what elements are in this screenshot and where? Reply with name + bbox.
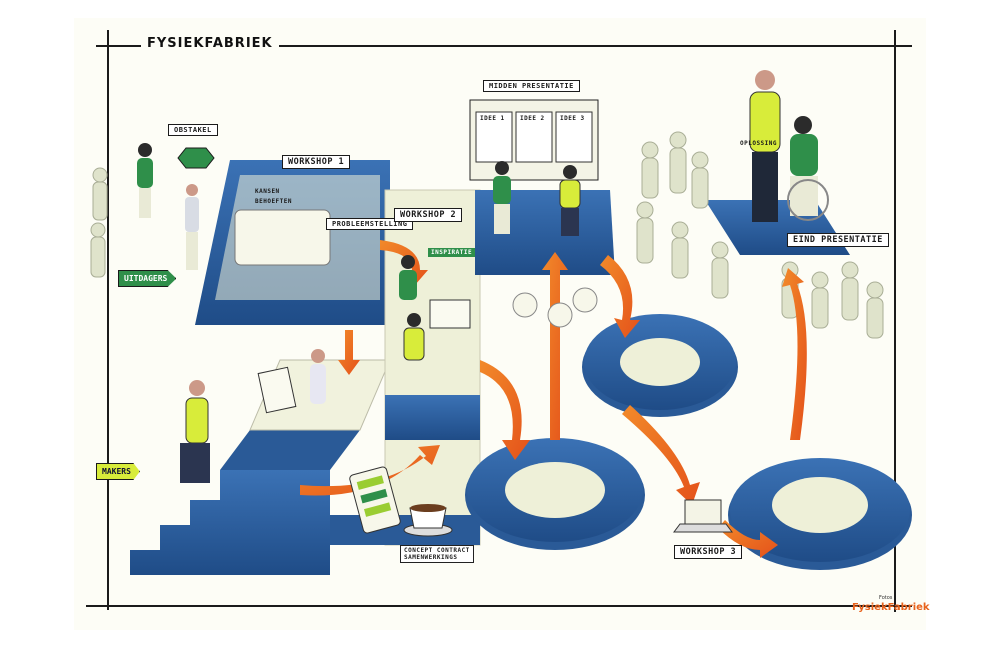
arrow-to-ring3 [718, 520, 778, 558]
table-group-midden [512, 287, 598, 328]
people [137, 70, 829, 483]
arrow-workshop1-down [338, 330, 360, 375]
workshop-1-platform [195, 160, 390, 325]
phone-concept-cards [349, 466, 401, 534]
midden-presentatie-stage [469, 99, 615, 275]
tag-uitdagers: UITDAGERS [118, 270, 177, 287]
workshop-table [234, 209, 331, 266]
audience-silhouettes [90, 131, 884, 339]
label-midden-presentatie: MIDDEN PRESENTATIE [483, 80, 580, 92]
label-oplossing: OPLOSSING [740, 140, 778, 147]
label-idee-1: IDEE 1 [480, 115, 505, 122]
label-workshop-3: WORKSHOP 3 [674, 545, 743, 559]
coffee-cup [403, 504, 453, 537]
arrow-ring2-down [622, 405, 700, 505]
wheelchair-icon [787, 179, 829, 221]
label-concept-contract-line2: SAMENWERKINGS [404, 554, 458, 561]
arrow-ring3-up [782, 268, 807, 440]
brand-caption: Fotos [879, 595, 893, 601]
label-idee-2: IDEE 2 [520, 115, 545, 122]
arrow-midden-to-ring2 [600, 255, 640, 338]
workshop-ring-2 [582, 314, 738, 417]
page-title: FYSIEKFABRIEK [141, 36, 279, 51]
label-kansen: KANSEN [255, 188, 280, 195]
label-workshop-2: WORKSHOP 2 [394, 208, 463, 222]
label-idee-3: IDEE 3 [560, 115, 585, 122]
workshop-ring-1 [465, 438, 645, 550]
obstakel-sign [177, 147, 215, 169]
brand-logo: FysiekFabriek [852, 602, 930, 613]
workshop-3-laptop [673, 499, 733, 533]
label-concept-contract: CONCEPT CONTRACT SAMENWERKINGS [400, 545, 474, 563]
workshop-ring-3 [728, 458, 912, 570]
label-eind-presentatie: EIND PRESENTATIE [787, 233, 889, 247]
label-behoeften: BEHOEFTEN [255, 198, 293, 205]
arrow-workshop2-to-ring1 [480, 360, 530, 460]
label-probleemstelling: PROBLEEMSTELLING [326, 218, 414, 230]
tag-makers: MAKERS [96, 463, 140, 480]
label-obstakel: OBSTAKEL [168, 124, 218, 136]
label-workshop-1: WORKSHOP 1 [282, 155, 351, 169]
label-inspiratie: INSPIRATIE [428, 248, 476, 257]
label-concept-contract-line1: CONCEPT CONTRACT [404, 547, 470, 554]
arrow-ring1-up [542, 252, 568, 440]
